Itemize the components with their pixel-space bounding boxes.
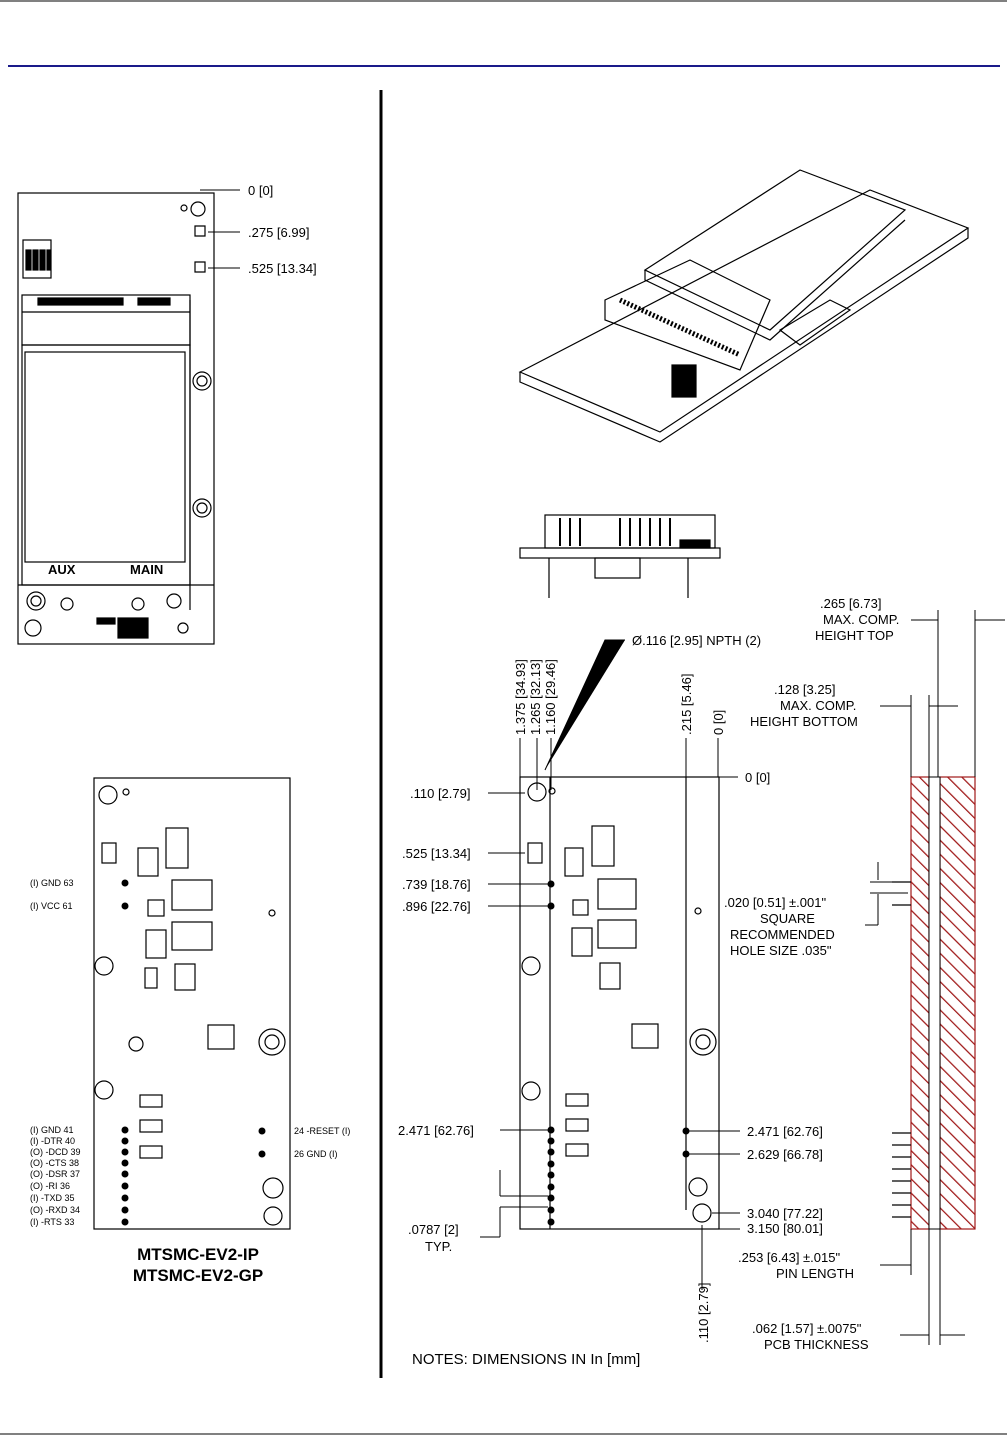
aux-antenna-label: AUX (48, 562, 76, 577)
top-view-dim-2: .525 [13.34] (248, 261, 317, 276)
pin-label: (I) GND 41 (30, 1125, 74, 1135)
bottom-view-pins (121, 879, 266, 1226)
pitch-typ: TYP. (425, 1239, 452, 1254)
pcb-thickness-dim: .062 [1.57] ±.0075" (752, 1321, 862, 1336)
height-top-dim: .265 [6.73] (820, 596, 881, 611)
top-view-board (17, 192, 215, 645)
pin-label: (O) -DCD 39 (30, 1147, 81, 1157)
pin-length-dim: .253 [6.43] ±.015" (738, 1250, 840, 1265)
pin-label: (O) -RI 36 (30, 1181, 70, 1191)
pin-label: (I) -RTS 33 (30, 1217, 74, 1227)
pcb-cross-section (910, 776, 976, 1230)
top-dim-1160: 1.160 [29.46] (543, 659, 558, 735)
pcb-pin-stubs (892, 881, 911, 1218)
pin-label: (I) -TXD 35 (30, 1193, 75, 1203)
pin-label: (O) -RXD 34 (30, 1205, 80, 1215)
left-dim-896: .896 [22.76] (402, 899, 471, 914)
pin-label: (I) VCC 61 (30, 901, 73, 911)
pin-label: 26 GND (I) (294, 1149, 338, 1159)
left-dim-2471: 2.471 [62.76] (398, 1123, 474, 1138)
height-bottom-label: HEIGHT BOTTOM (750, 714, 858, 729)
pin-label: (I) -DTR 40 (30, 1136, 75, 1146)
pitch-dim: .0787 [2] (408, 1222, 459, 1237)
pin-length-label: PIN LENGTH (776, 1266, 854, 1281)
height-top-max: MAX. COMP. (823, 612, 899, 627)
pin-label: 24 -RESET (I) (294, 1126, 350, 1136)
left-dim-110: .110 [2.79] (410, 786, 470, 801)
pin-label: (O) -DSR 37 (30, 1169, 80, 1179)
footprint-origin: 0 [0] (745, 770, 770, 785)
square-dim: .020 [0.51] ±.001" (724, 895, 826, 910)
dimensions-note: NOTES: DIMENSIONS IN In [mm] (412, 1351, 640, 1368)
top-dim-1375: 1.375 [34.93] (513, 659, 528, 735)
right-dim-3040: 3.040 [77.22] (747, 1206, 823, 1221)
left-dim-739: .739 [18.76] (402, 877, 471, 892)
pin-label: (O) -CTS 38 (30, 1158, 79, 1168)
height-bottom-dim: .128 [3.25] (774, 682, 835, 697)
right-dim-2471: 2.471 [62.76] (747, 1124, 823, 1139)
right-dim-3150: 3.150 [80.01] (747, 1221, 823, 1236)
model-name-2: MTSMC-EV2-GP (133, 1266, 263, 1285)
bottom-view-board (93, 777, 291, 1230)
height-bottom-max: MAX. COMP. (780, 698, 856, 713)
left-dim-525: .525 [13.34] (402, 846, 471, 861)
footprint-pins (547, 880, 690, 1226)
pcb-thickness-label: PCB THICKNESS (764, 1337, 869, 1352)
pin-label: (I) GND 63 (30, 878, 74, 888)
bottom-dim-110: .110 [2.79] (696, 1283, 711, 1343)
top-dim-1265: 1.265 [32.13] (528, 659, 543, 735)
side-elevation-view (519, 514, 721, 598)
main-antenna-label: MAIN (130, 562, 163, 577)
top-view-dim-1: .275 [6.99] (248, 225, 309, 240)
npth-label: Ø.116 [2.95] NPTH (2) (632, 633, 761, 648)
square-label: SQUARE (760, 911, 815, 926)
height-top-label: HEIGHT TOP (815, 628, 894, 643)
isometric-module-view (518, 169, 970, 443)
top-view-origin: 0 [0] (248, 183, 273, 198)
top-dim-0: 0 [0] (711, 710, 726, 735)
model-name-1: MTSMC-EV2-IP (137, 1245, 259, 1264)
top-dim-215: .215 [5.46] (679, 674, 694, 735)
square-hole-size: HOLE SIZE .035" (730, 943, 832, 958)
right-dim-2629: 2.629 [66.78] (747, 1147, 823, 1162)
square-recommended: RECOMMENDED (730, 927, 835, 942)
